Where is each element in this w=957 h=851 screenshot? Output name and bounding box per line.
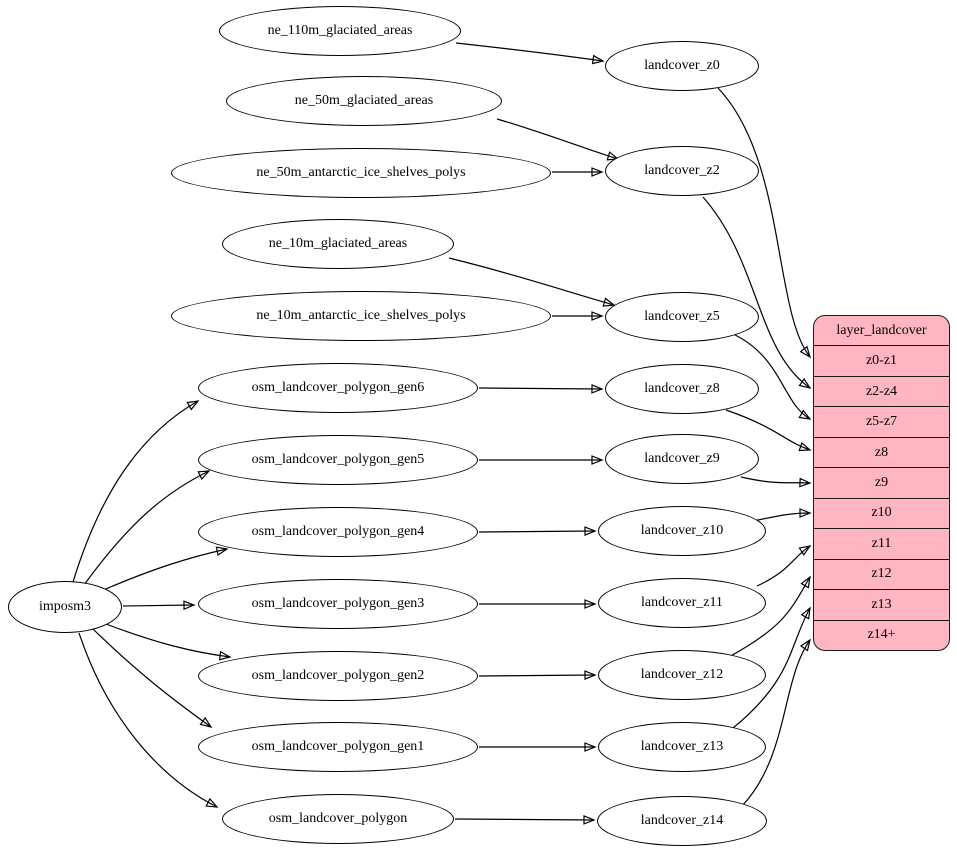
edge-landcover-z5-to-row-z5-z7 (730, 332, 812, 420)
node-label: osm_landcover_polygon_gen1 (251, 739, 425, 754)
node-ne-10m-glaciated-areas: ne_10m_glaciated_areas (222, 219, 454, 269)
node-imposm3: imposm3 (8, 581, 122, 633)
node-osm-landcover-polygon-gen3: osm_landcover_polygon_gen3 (198, 579, 478, 629)
table-row-z10: z10 (814, 497, 949, 528)
node-label: landcover_z14 (640, 813, 724, 828)
node-label: osm_landcover_polygon (268, 811, 408, 826)
edge-imposm3-to-osm-landcover-polygon-gen3 (122, 600, 196, 611)
node-label: landcover_z13 (640, 739, 724, 754)
node-osm-landcover-polygon-gen5: osm_landcover_polygon_gen5 (198, 435, 478, 485)
edge-landcover-z13-to-row-z13 (732, 606, 811, 729)
node-label: ne_110m_glaciated_areas (267, 23, 413, 38)
edge-landcover-z0-to-row-z0-z1 (717, 87, 811, 359)
node-label: landcover_z2 (644, 163, 720, 178)
node-label: landcover_z11 (641, 595, 723, 610)
edge-imposm3-to-osm-landcover-polygon-gen2 (105, 623, 232, 661)
node-landcover-z11: landcover_z11 (598, 578, 766, 628)
node-osm-landcover-polygon: osm_landcover_polygon (222, 794, 454, 844)
node-landcover-z9: landcover_z9 (605, 434, 759, 484)
table-row-z14plus: z14+ (814, 619, 949, 650)
node-label: ne_50m_antarctic_ice_shelves_polys (256, 165, 466, 180)
edge-osm-landcover-polygon-gen2-to-landcover-z12 (478, 670, 597, 680)
node-osm-landcover-polygon-gen2: osm_landcover_polygon_gen2 (198, 651, 478, 701)
node-landcover-z8: landcover_z8 (605, 364, 759, 414)
node-landcover-z14: landcover_z14 (597, 796, 767, 846)
node-landcover-z0: landcover_z0 (605, 41, 759, 91)
node-landcover-z2: landcover_z2 (605, 146, 759, 196)
table-row-z5-z7: z5-z7 (814, 406, 949, 436)
node-osm-landcover-polygon-gen4: osm_landcover_polygon_gen4 (198, 507, 478, 557)
table-row-z2-z4: z2-z4 (814, 375, 949, 406)
table-row-z12: z12 (814, 558, 949, 589)
edge-osm-landcover-polygon-gen6-to-landcover-z8 (478, 384, 604, 394)
node-ne-50m-glaciated-areas: ne_50m_glaciated_areas (226, 76, 502, 126)
table-row-z8: z8 (814, 436, 949, 467)
edge-osm-landcover-polygon-gen4-to-landcover-z10 (478, 526, 597, 536)
edge-landcover-z11-to-row-z11 (756, 545, 812, 587)
node-osm-landcover-polygon-gen1: osm_landcover_polygon_gen1 (198, 722, 478, 772)
node-label: osm_landcover_polygon_gen2 (251, 668, 425, 683)
edge-imposm3-to-osm-landcover-polygon-gen6 (72, 400, 200, 583)
node-label: landcover_z10 (640, 523, 724, 538)
node-ne-50m-antarctic-ice-shelves-polys: ne_50m_antarctic_ice_shelves_polys (171, 148, 551, 198)
edge-landcover-z2-to-row-z2-z4 (702, 196, 812, 389)
table-title: layer_landcover (836, 322, 927, 338)
node-layer-landcover: layer_landcover z0-z1 z2-z4 z5-z7 z8 z9 … (813, 315, 950, 651)
edge-ne-10m-glaciated-areas-to-landcover-z5 (448, 257, 616, 307)
node-label: imposm3 (38, 599, 92, 614)
node-landcover-z12: landcover_z12 (598, 650, 766, 700)
node-label: ne_10m_antarctic_ice_shelves_polys (256, 308, 466, 323)
table-row-z9: z9 (814, 467, 949, 497)
edge-landcover-z10-to-row-z10 (752, 508, 812, 522)
edge-imposm3-to-osm-landcover-polygon-gen5 (83, 470, 211, 586)
node-label: ne_10m_glaciated_areas (268, 236, 408, 251)
node-label: landcover_z0 (644, 58, 720, 73)
edge-landcover-z8-to-row-z8 (725, 409, 812, 452)
node-landcover-z5: landcover_z5 (605, 292, 759, 342)
node-landcover-z13: landcover_z13 (598, 722, 766, 772)
node-label: landcover_z5 (644, 309, 720, 324)
node-label: osm_landcover_polygon_gen4 (251, 524, 425, 539)
node-label: landcover_z9 (644, 451, 720, 466)
edge-imposm3-to-osm-landcover-polygon (78, 632, 219, 808)
table-row-z0-z1: z0-z1 (814, 345, 949, 375)
table-row-z11: z11 (814, 528, 949, 558)
edge-landcover-z9-to-row-z9 (740, 476, 812, 488)
node-label: landcover_z8 (644, 381, 720, 396)
edge-osm-landcover-polygon-to-landcover-z14 (454, 815, 596, 825)
node-label: ne_50m_glaciated_areas (294, 93, 434, 108)
node-landcover-z10: landcover_z10 (598, 506, 766, 556)
edge-landcover-z12-to-row-z12 (726, 575, 811, 659)
edge-ne-110m-glaciated-areas-to-landcover-z0 (455, 42, 605, 65)
node-osm-landcover-polygon-gen6: osm_landcover_polygon_gen6 (198, 363, 478, 413)
node-label: osm_landcover_polygon_gen5 (251, 452, 425, 467)
node-ne-110m-glaciated-areas: ne_110m_glaciated_areas (219, 6, 461, 56)
node-label: landcover_z12 (640, 667, 724, 682)
edge-landcover-z14-to-row-z14plus (741, 638, 811, 807)
node-ne-10m-antarctic-ice-shelves-polys: ne_10m_antarctic_ice_shelves_polys (171, 291, 551, 341)
edge-ne-50m-glaciated-areas-to-landcover-z2 (496, 118, 620, 161)
node-label: osm_landcover_polygon_gen6 (251, 380, 425, 395)
table-row-z13: z13 (814, 589, 949, 619)
edge-imposm3-to-osm-landcover-polygon-gen4 (100, 546, 229, 592)
node-label: osm_landcover_polygon_gen3 (251, 596, 425, 611)
edge-imposm3-to-osm-landcover-polygon-gen1 (92, 628, 213, 728)
